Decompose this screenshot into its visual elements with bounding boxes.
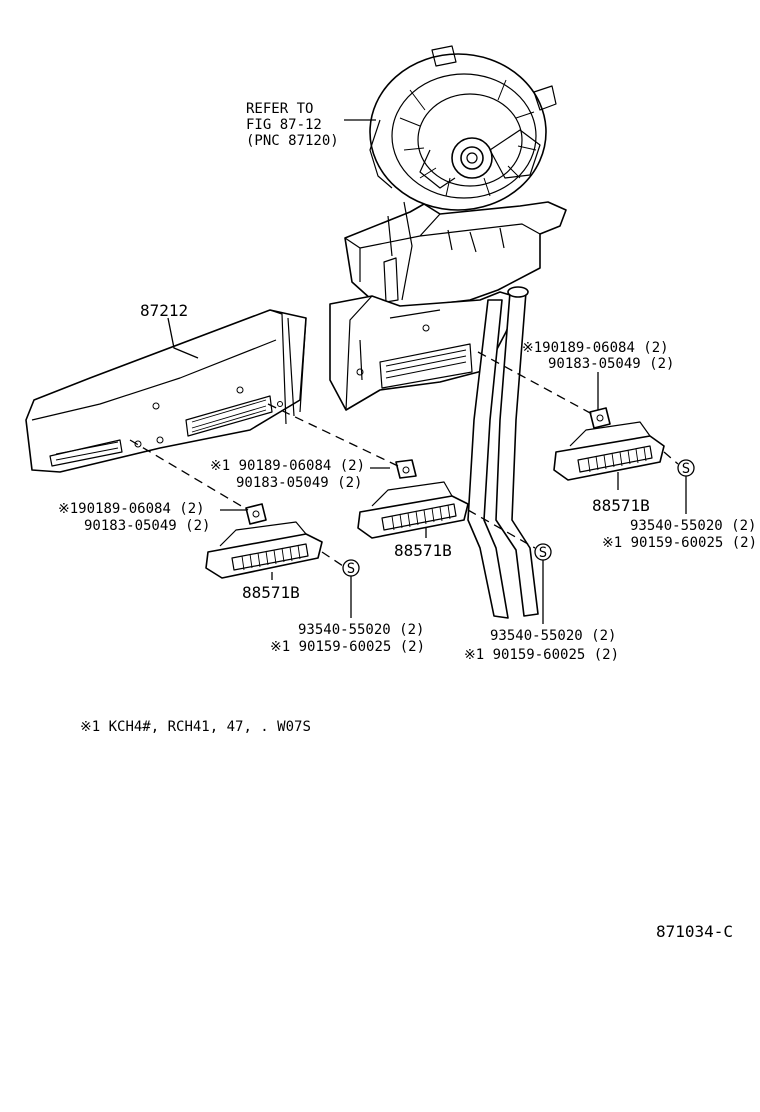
blower-unit xyxy=(369,45,557,211)
register-middle xyxy=(357,481,469,539)
right-nut-label-2: 90183-05049 (2) xyxy=(548,356,674,372)
clip-nut-middle xyxy=(395,459,417,479)
footnote: ※1 KCH4#, RCH41, 47, . W07S xyxy=(80,719,311,735)
screw-icon-middle: S xyxy=(534,543,552,561)
refer-note-line3: (PNC 87120) xyxy=(246,133,339,149)
register-right xyxy=(553,421,665,481)
svg-text:S: S xyxy=(682,461,690,477)
middle-nut-label-1: ※1 90189-06084 (2) xyxy=(210,458,365,474)
left-nut-label-2: 90183-05049 (2) xyxy=(84,518,210,534)
clip-nut-right xyxy=(589,407,611,429)
clip-nut-left xyxy=(245,503,267,525)
screw-icon-left: S xyxy=(342,559,360,577)
screw-middle-label-2: ※1 90159-60025 (2) xyxy=(464,647,619,663)
refer-note-line1: REFER TO xyxy=(246,101,313,117)
right-nut-label-1: ※190189-06084 (2) xyxy=(522,340,669,356)
duct-part-label: 87212 xyxy=(140,301,188,320)
rear-air-duct xyxy=(25,309,307,473)
refer-note-line2: FIG 87-12 xyxy=(246,117,322,133)
svg-text:S: S xyxy=(539,545,547,561)
screw-right-label-1: 93540-55020 (2) xyxy=(630,518,756,534)
register-right-label: 88571B xyxy=(592,496,650,515)
vertical-duct xyxy=(467,286,539,619)
assembly-lines xyxy=(129,351,679,567)
screw-icon-right: S xyxy=(677,459,695,477)
screw-left-label-1: 93540-55020 (2) xyxy=(298,622,424,638)
screw-right-label-2: ※1 90159-60025 (2) xyxy=(602,535,757,551)
middle-nut-label-2: 90183-05049 (2) xyxy=(236,475,362,491)
screw-middle-label-1: 93540-55020 (2) xyxy=(490,628,616,644)
left-nut-label-1: ※190189-06084 (2) xyxy=(58,501,205,517)
register-left-label: 88571B xyxy=(242,583,300,602)
leader-lines xyxy=(167,119,687,624)
register-middle-label: 88571B xyxy=(394,541,452,560)
refer-note: REFER TO FIG 87-12 (PNC 87120) xyxy=(246,101,339,149)
diagram-code: 871034-C xyxy=(656,922,733,941)
register-left xyxy=(205,521,323,579)
svg-text:S: S xyxy=(347,561,355,577)
heater-case xyxy=(329,201,567,411)
screw-left-label-2: ※1 90159-60025 (2) xyxy=(270,639,425,655)
